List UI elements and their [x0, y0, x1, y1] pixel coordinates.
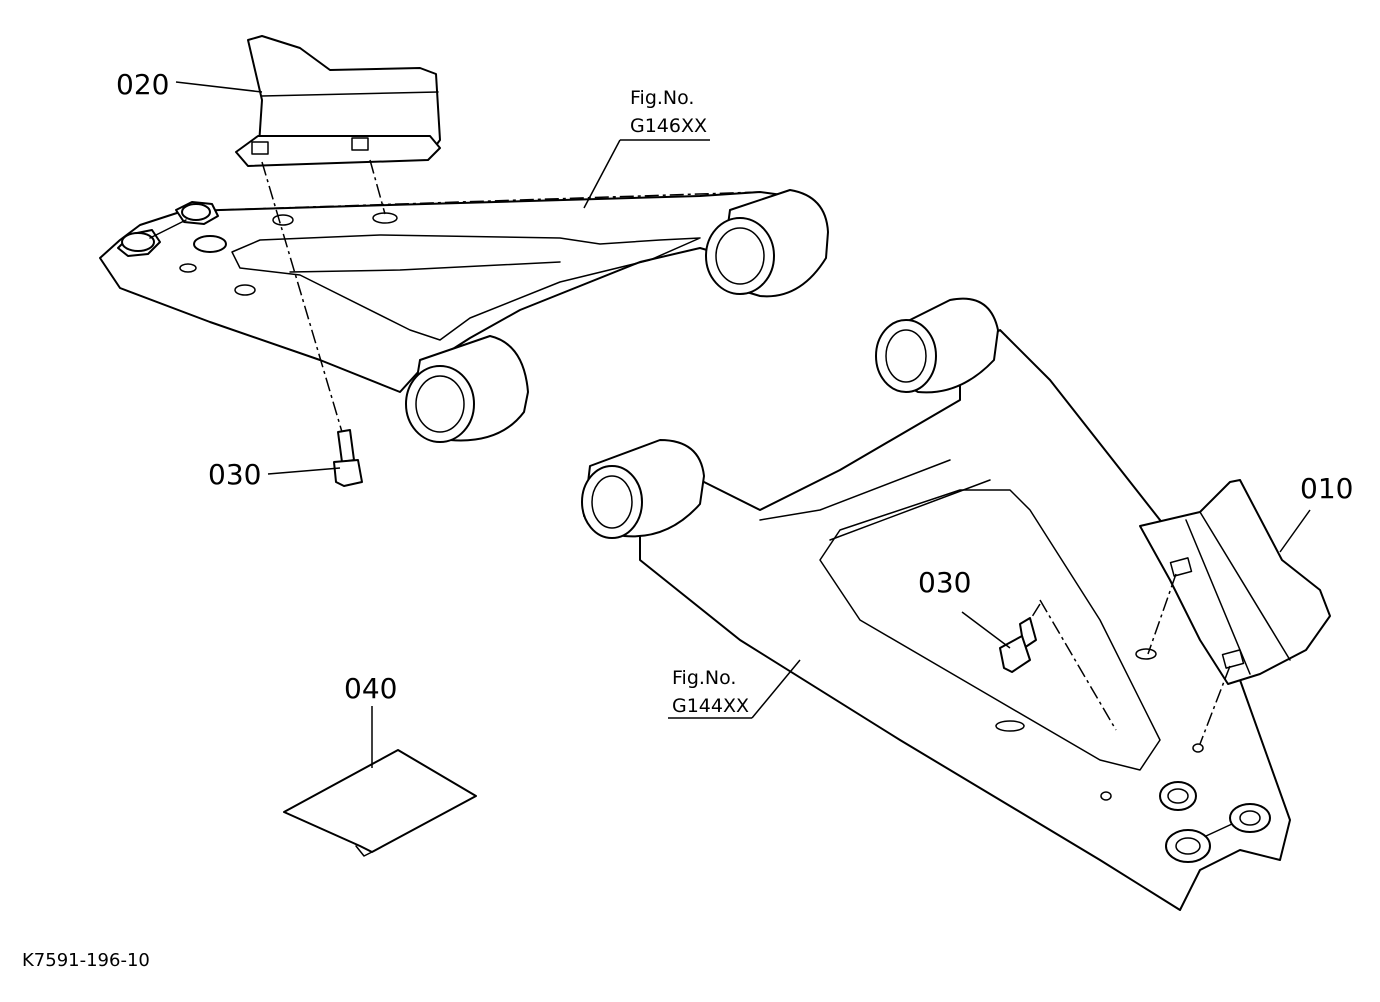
- guard-plate-010: [1139, 479, 1331, 685]
- fig-ref-upper-line2: G146XX: [630, 115, 707, 137]
- bolt-030-lower: [999, 617, 1037, 673]
- callout-040: 040: [344, 672, 397, 705]
- fig-ref-upper-line1: Fig.No.: [630, 87, 694, 109]
- bolt-030-upper: [333, 429, 363, 487]
- alignment-lines-lower: [1029, 573, 1231, 745]
- fig-ref-lower-line2: G144XX: [672, 695, 749, 717]
- decal-040: [283, 749, 477, 857]
- alignment-lines-upper: [219, 159, 761, 433]
- upper-control-arm: [99, 189, 829, 443]
- fig-ref-lower-line1: Fig.No.: [672, 667, 736, 689]
- callout-020: 020: [116, 68, 169, 101]
- callout-030-upper: 030: [208, 458, 261, 491]
- callout-010: 010: [1300, 472, 1353, 505]
- guard-plate-020: [235, 35, 441, 167]
- lower-control-arm: [581, 297, 1291, 911]
- drawing-code: K7591-196-10: [22, 950, 150, 971]
- leader-lines: [175, 81, 1311, 768]
- callout-030-lower: 030: [918, 566, 971, 599]
